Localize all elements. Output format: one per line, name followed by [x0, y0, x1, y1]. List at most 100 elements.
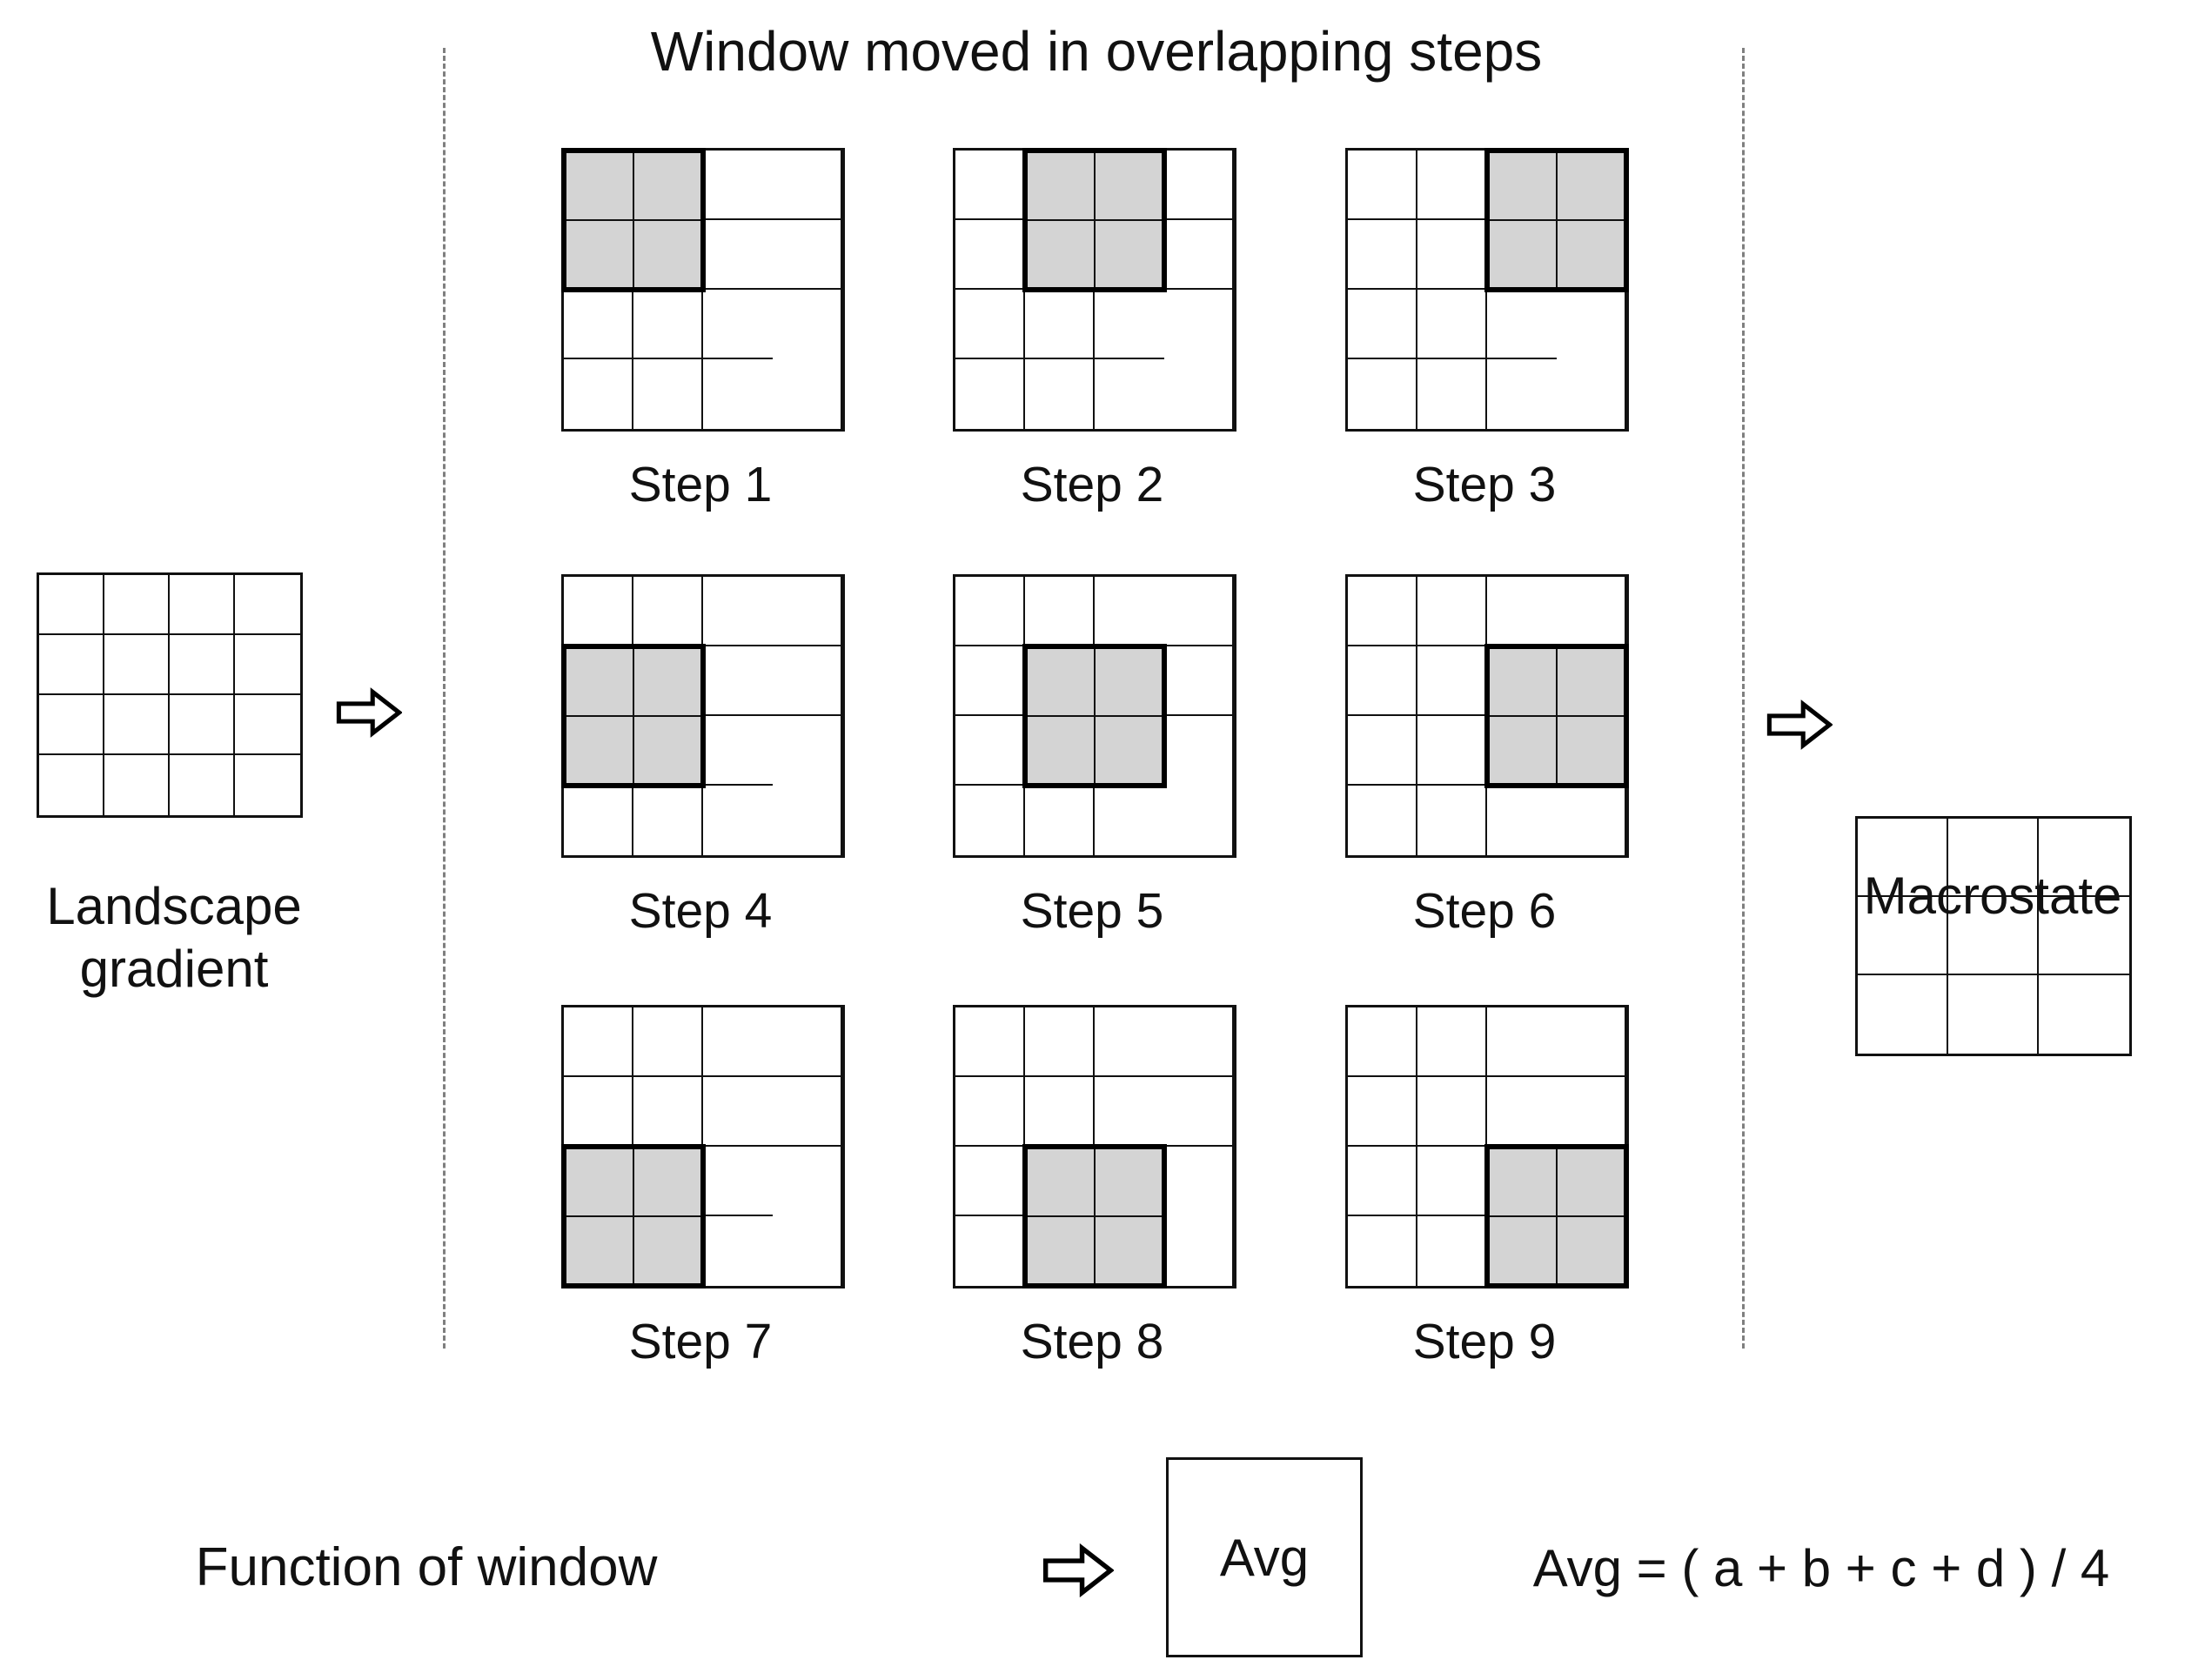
grid-cell: [955, 290, 1025, 359]
step-8-block: Step 8: [953, 1005, 1236, 1370]
grid-cell: [1348, 1007, 1417, 1077]
grid-cell: [773, 577, 842, 646]
grid-cell: [955, 646, 1025, 716]
grid-cell: [1164, 716, 1234, 786]
dashed-divider-right: [1742, 48, 1745, 1349]
grid-cell: [1417, 1216, 1487, 1286]
grid-cell: [2039, 975, 2129, 1054]
step-grid: [953, 1005, 1236, 1288]
macrostate-grid: [1855, 816, 2132, 1056]
grid-cell: [1417, 577, 1487, 646]
step-grid: [1345, 574, 1629, 858]
grid-cell: [1164, 646, 1234, 716]
step-label: Step 9: [1412, 1314, 1557, 1369]
grid-cell: [703, 646, 773, 716]
grid-cell: [1095, 359, 1164, 429]
grid-cell: [1095, 786, 1164, 855]
macrostate-label: Macrostate: [1863, 867, 2122, 925]
grid-cell: [1487, 786, 1557, 855]
step-5-block: Step 5: [953, 574, 1236, 940]
grid-cell: [1164, 786, 1234, 855]
step-9-block: Step 9: [1345, 1005, 1629, 1370]
grid-cell: [1417, 290, 1487, 359]
grid-cell: [955, 1077, 1025, 1147]
grid-cell: [633, 577, 703, 646]
grid-cell: [1164, 151, 1234, 220]
grid-cell: [1164, 1147, 1234, 1216]
grid-cell: [773, 220, 842, 290]
grid-cell: [1557, 359, 1626, 429]
grid-cell: [773, 359, 842, 429]
step-2-block: Step 2: [953, 148, 1236, 513]
grid-cell: [955, 1216, 1025, 1286]
grid-cell: [2039, 819, 2129, 897]
grid-cell: [104, 695, 170, 755]
grid-cell: [1417, 1007, 1487, 1077]
sliding-window: [561, 148, 706, 292]
grid-cell: [1487, 1077, 1557, 1147]
arrow-steps-to-macrostate-icon: [1766, 694, 1833, 755]
grid-cell: [1164, 577, 1234, 646]
grid-cell: [1417, 359, 1487, 429]
grid-cell: [1948, 975, 2039, 1054]
grid-cell: [633, 1077, 703, 1147]
step-6-block: Step 6: [1345, 574, 1629, 940]
grid-cell: [1164, 1216, 1234, 1286]
grid-cell: [703, 220, 773, 290]
grid-cell: [1348, 1147, 1417, 1216]
grid-cell: [1557, 577, 1626, 646]
grid-cell: [1557, 786, 1626, 855]
grid-cell: [773, 786, 842, 855]
grid-cell: [1417, 646, 1487, 716]
grid-cell: [1858, 975, 1948, 1054]
grid-cell: [564, 1007, 633, 1077]
grid-cell: [104, 635, 170, 695]
grid-cell: [773, 151, 842, 220]
grid-cell: [1348, 646, 1417, 716]
grid-cell: [1487, 1007, 1557, 1077]
grid-cell: [235, 695, 300, 755]
avg-result-box: Avg: [1166, 1457, 1363, 1657]
grid-cell: [955, 151, 1025, 220]
sliding-window: [1022, 1144, 1167, 1288]
grid-cell: [39, 695, 104, 755]
grid-cell: [703, 359, 773, 429]
grid-cell: [1348, 577, 1417, 646]
grid-cell: [1858, 819, 1948, 897]
step-label: Step 1: [628, 457, 773, 512]
grid-cell: [773, 1077, 842, 1147]
landscape-label: Landscape gradient: [0, 875, 348, 1001]
grid-cell: [1025, 577, 1095, 646]
grid-cell: [1025, 290, 1095, 359]
sliding-window: [1484, 644, 1629, 788]
grid-cell: [1164, 1077, 1234, 1147]
grid-cell: [1487, 359, 1557, 429]
grid-cell: [1348, 1077, 1417, 1147]
grid-cell: [1164, 1007, 1234, 1077]
avg-box-label: Avg: [1219, 1528, 1310, 1587]
grid-cell: [1417, 786, 1487, 855]
grid-cell: [703, 1007, 773, 1077]
grid-cell: [955, 716, 1025, 786]
grid-cell: [1858, 897, 1948, 975]
grid-cell: [1948, 819, 2039, 897]
step-label: Step 2: [1020, 457, 1164, 512]
step-label: Step 6: [1412, 883, 1557, 939]
diagram-title: Window moved in overlapping steps: [650, 20, 1543, 83]
grid-cell: [235, 575, 300, 635]
sliding-window: [1484, 148, 1629, 292]
sliding-window: [1022, 644, 1167, 788]
grid-cell: [955, 220, 1025, 290]
step-label: Step 8: [1020, 1314, 1164, 1369]
grid-cell: [1348, 151, 1417, 220]
step-7-block: Step 7: [561, 1005, 845, 1370]
grid-cell: [564, 577, 633, 646]
grid-cell: [703, 716, 773, 786]
grid-cell: [1487, 577, 1557, 646]
grid-cell: [1095, 1007, 1164, 1077]
step-grid: [561, 1005, 845, 1288]
step-4-block: Step 4: [561, 574, 845, 940]
step-label: Step 4: [628, 883, 773, 939]
grid-cell: [703, 151, 773, 220]
